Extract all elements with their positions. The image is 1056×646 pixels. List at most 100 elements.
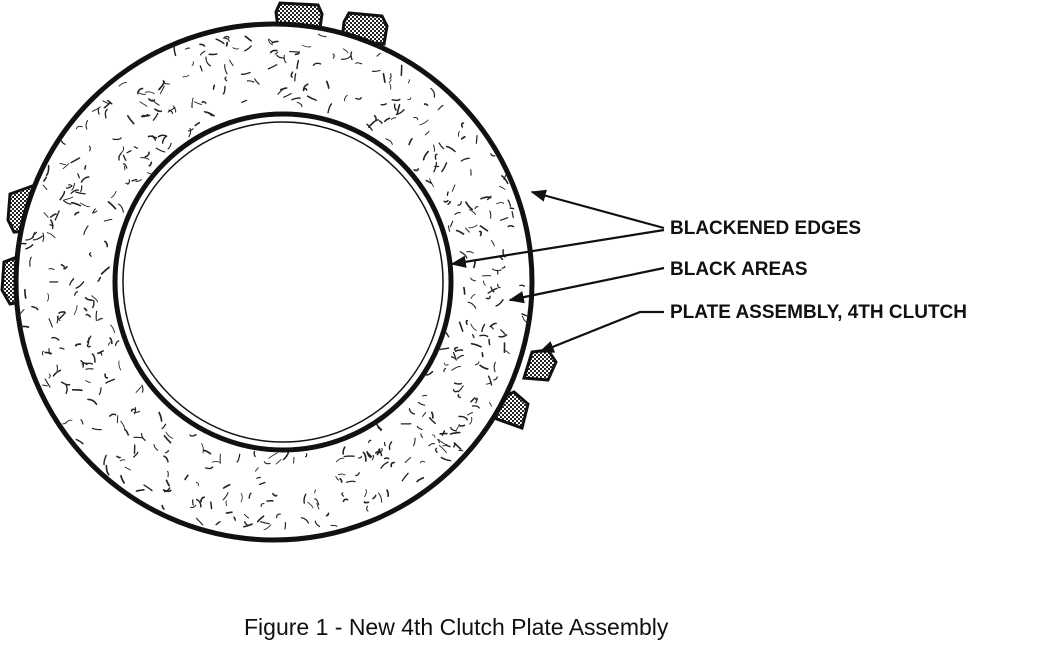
- friction-speck: [341, 492, 345, 497]
- friction-speck: [451, 365, 461, 371]
- friction-speck: [127, 115, 135, 125]
- friction-speck: [316, 502, 320, 510]
- friction-speck: [48, 373, 51, 379]
- friction-speck: [87, 398, 98, 405]
- friction-speck: [225, 500, 228, 507]
- friction-speck: [290, 71, 294, 78]
- friction-speck: [194, 101, 202, 106]
- friction-speck: [460, 122, 465, 128]
- friction-speck: [458, 449, 464, 452]
- friction-speck: [118, 81, 128, 87]
- friction-speck: [449, 431, 461, 435]
- friction-speck: [256, 515, 265, 523]
- friction-speck: [383, 457, 390, 460]
- friction-speck: [507, 224, 515, 228]
- friction-speck: [416, 425, 423, 431]
- friction-speck: [445, 443, 451, 448]
- friction-speck: [479, 364, 489, 370]
- friction-speck: [458, 415, 468, 421]
- friction-speck: [396, 103, 401, 115]
- friction-speck: [382, 72, 386, 84]
- friction-speck: [445, 332, 450, 338]
- friction-speck: [263, 461, 271, 465]
- friction-speck: [468, 209, 476, 215]
- friction-speck: [63, 196, 74, 201]
- friction-speck: [276, 513, 281, 519]
- friction-speck: [457, 393, 461, 399]
- friction-speck: [56, 364, 58, 371]
- friction-speck: [256, 476, 261, 480]
- friction-speck: [408, 408, 416, 415]
- friction-speck: [393, 103, 397, 111]
- friction-speck: [472, 333, 475, 339]
- friction-speck: [366, 123, 373, 131]
- friction-speck: [511, 211, 514, 219]
- friction-speck: [103, 218, 113, 222]
- friction-speck: [200, 496, 206, 503]
- friction-speck: [75, 438, 84, 445]
- friction-speck: [224, 76, 228, 82]
- friction-speck: [467, 411, 474, 416]
- friction-speck: [505, 350, 510, 355]
- friction-speck: [44, 351, 53, 355]
- friction-speck: [248, 492, 252, 499]
- friction-speck: [244, 513, 250, 519]
- friction-speck: [120, 420, 126, 431]
- friction-speck: [440, 456, 452, 462]
- friction-speck: [441, 162, 448, 173]
- friction-speck: [488, 338, 491, 346]
- friction-speck: [119, 459, 126, 462]
- friction-speck: [167, 107, 176, 113]
- friction-speck: [338, 473, 346, 476]
- friction-speck: [91, 427, 102, 431]
- friction-speck: [317, 33, 327, 38]
- friction-speck: [300, 517, 310, 524]
- friction-speck: [425, 179, 433, 184]
- friction-speck: [470, 323, 477, 331]
- friction-speck: [443, 199, 449, 203]
- friction-speck: [74, 291, 79, 296]
- friction-speck: [24, 288, 27, 299]
- friction-speck: [445, 145, 456, 153]
- friction-speck: [97, 350, 104, 355]
- friction-speck: [18, 309, 25, 318]
- friction-speck: [495, 298, 504, 307]
- friction-speck: [307, 501, 314, 509]
- friction-speck: [73, 304, 78, 316]
- friction-speck: [413, 117, 419, 121]
- friction-speck: [91, 295, 99, 303]
- friction-speck: [163, 435, 172, 444]
- friction-speck: [65, 185, 73, 189]
- friction-speck: [42, 184, 48, 191]
- friction-speck: [103, 102, 111, 109]
- friction-speck: [283, 54, 287, 64]
- friction-speck: [80, 360, 88, 365]
- friction-speck: [458, 424, 466, 427]
- friction-speck: [474, 206, 479, 210]
- friction-speck: [159, 85, 165, 95]
- friction-speck: [433, 144, 436, 152]
- friction-speck: [70, 157, 81, 164]
- friction-speck: [201, 100, 207, 104]
- friction-speck: [343, 94, 348, 102]
- friction-speck: [110, 190, 117, 199]
- friction-speck: [455, 229, 465, 235]
- friction-speck: [165, 431, 173, 439]
- friction-speck: [454, 349, 464, 352]
- friction-speck: [452, 388, 459, 393]
- friction-speck: [470, 342, 482, 348]
- friction-speck: [487, 287, 498, 294]
- friction-speck: [51, 336, 60, 341]
- friction-speck: [325, 80, 330, 89]
- friction-speck: [408, 138, 413, 146]
- friction-speck: [294, 73, 297, 82]
- friction-speck: [65, 385, 68, 395]
- friction-speck: [453, 382, 463, 385]
- friction-speck: [471, 405, 480, 409]
- friction-speck: [19, 325, 30, 328]
- friction-speck: [116, 455, 121, 459]
- friction-speck: [327, 103, 333, 114]
- friction-speck: [158, 411, 163, 422]
- friction-speck: [455, 426, 460, 432]
- friction-speck: [88, 145, 91, 152]
